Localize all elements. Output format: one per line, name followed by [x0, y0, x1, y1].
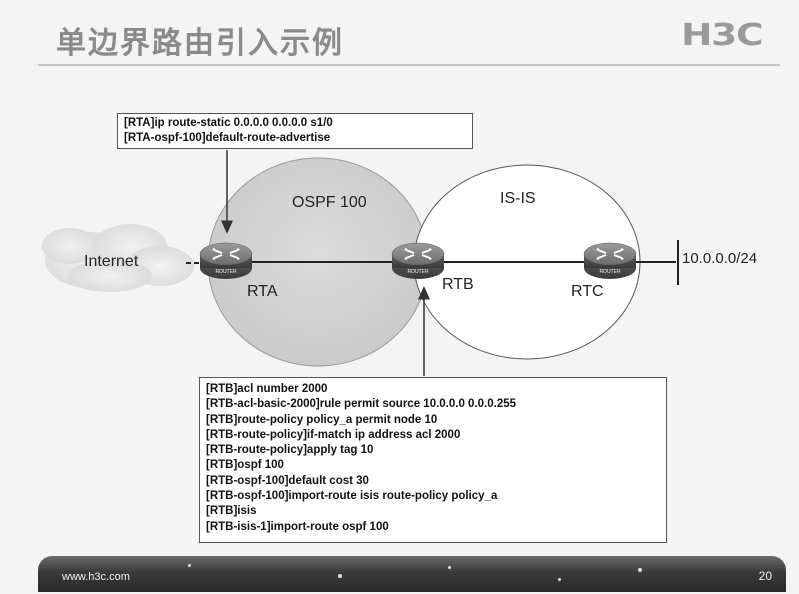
config-line: [RTB-ospf-100]default cost 30 — [206, 474, 369, 487]
decor-dot — [558, 578, 561, 581]
config-line: [RTB]route-policy policy_a permit node 1… — [206, 413, 438, 426]
network-label: 10.0.0.0/24 — [682, 250, 758, 267]
config-line: [RTB-isis-1]import-route ospf 100 — [206, 520, 389, 533]
h3c-logo: H3C — [681, 18, 764, 53]
rtc-label: RTC — [571, 283, 604, 300]
config-line: [RTB-route-policy]if-match ip address ac… — [206, 428, 461, 441]
rta-label: RTA — [247, 283, 278, 300]
router-badge: ROUTER — [215, 269, 237, 275]
router-badge: ROUTER — [599, 269, 621, 275]
decor-dot — [448, 566, 451, 569]
config-line: [RTB]isis — [206, 505, 257, 518]
rta-config-box: [RTA]ip route-static 0.0.0.0 0.0.0.0 s1/… — [117, 113, 473, 149]
config-line: [RTA]ip route-static 0.0.0.0 0.0.0.0 s1/… — [124, 117, 333, 129]
footer-url: www.h3c.com — [62, 571, 130, 583]
rtb-label: RTB — [442, 276, 474, 293]
router-badge: ROUTER — [407, 269, 429, 275]
config-line: [RTB-acl-basic-2000]rule permit source 1… — [206, 398, 517, 411]
config-line: [RTA-ospf-100]default-route-advertise — [124, 132, 331, 145]
isis-area-label: IS-IS — [500, 190, 536, 207]
config-line: [RTB]ospf 100 — [206, 459, 284, 472]
title-divider — [38, 64, 780, 66]
router-rtc-icon: ROUTER — [583, 242, 637, 279]
decor-dot — [338, 574, 342, 578]
config-line: [RTB]acl number 2000 — [206, 383, 328, 395]
config-line: [RTB-ospf-100]import-route isis route-po… — [206, 490, 498, 503]
decor-dot — [638, 568, 642, 572]
router-rta-icon: ROUTER — [199, 242, 253, 279]
config-line: [RTB-route-policy]apply tag 10 — [206, 444, 374, 457]
rtb-config-box: [RTB]acl number 2000 [RTB-acl-basic-2000… — [199, 377, 667, 543]
footer-bar: www.h3c.com 20 — [38, 556, 786, 592]
page-number: 20 — [758, 569, 772, 583]
decor-dot — [188, 564, 191, 567]
slide-title: 单边界路由引入示例 — [56, 26, 344, 61]
internet-label: Internet — [84, 253, 139, 270]
router-rtb-icon: ROUTER — [391, 242, 445, 279]
internet-cloud-icon — [42, 224, 194, 292]
ospf-area-label: OSPF 100 — [292, 194, 367, 211]
